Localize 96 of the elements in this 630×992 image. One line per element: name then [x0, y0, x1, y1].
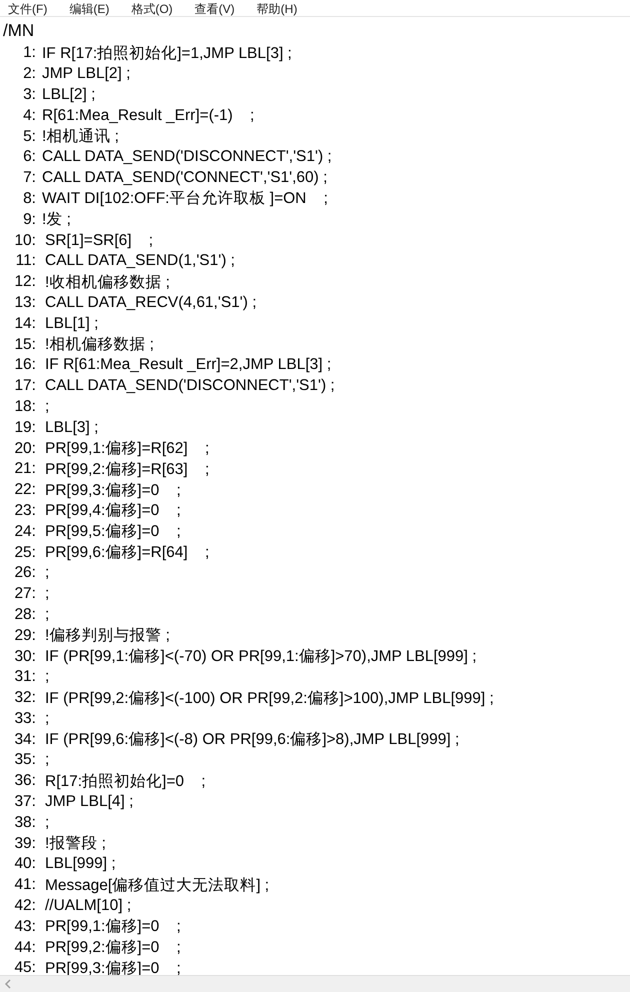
code-line: ;	[45, 710, 50, 728]
menu-item: 文件(F)	[8, 2, 48, 16]
code-line: PR[99,3:偏移]=0 ;	[45, 480, 181, 501]
line-number: 18:	[13, 398, 36, 416]
menu-item: 格式(O)	[131, 2, 173, 16]
line-number: 11:	[14, 252, 36, 270]
line-number: 2:	[22, 65, 36, 84]
code-line: CALL DATA_SEND('DISCONNECT','S1') ;	[45, 377, 335, 396]
code-line: ;	[45, 398, 50, 416]
code-line: LBL[1] ;	[45, 314, 98, 333]
line-number: 33:	[13, 710, 36, 728]
line-number: 17:	[13, 377, 36, 396]
code-line: IF R[17:拍照初始化]=1,JMP LBL[3] ;	[42, 44, 292, 64]
code-line: JMP LBL[4] ;	[45, 793, 134, 812]
code-line: !偏移判别与报警 ;	[45, 626, 170, 646]
line-number: 39:	[13, 834, 36, 853]
code-line: ;	[45, 751, 50, 770]
line-number: 25:	[13, 544, 36, 562]
code-line: PR[99,1:偏移]=R[62] ;	[45, 439, 210, 460]
code-line: R[17:拍照初始化]=0 ;	[45, 772, 206, 792]
code-line: ;	[45, 814, 50, 832]
line-number: 23:	[13, 502, 36, 520]
line-number: 36:	[13, 772, 36, 790]
code-line: JMP LBL[2] ;	[42, 65, 130, 84]
code-line: PR[99,1:偏移]=0 ;	[45, 917, 181, 938]
line-number: 16:	[13, 356, 36, 374]
line-number: 26:	[13, 564, 36, 582]
code-line: R[61:Mea_Result _Err]=(-1) ;	[42, 106, 254, 125]
code-line: IF (PR[99,1:偏移]<(-70) OR PR[99,1:偏移]>70),JMP LBL[999] ;	[45, 647, 477, 668]
line-number: 28:	[13, 606, 36, 624]
code-line: PR[99,3:偏移]=0 ;	[45, 958, 181, 979]
code-line: ;	[45, 606, 50, 624]
line-number: 4:	[22, 106, 36, 125]
code-line: PR[99,4:偏移]=0 ;	[45, 501, 181, 522]
line-number: 31:	[13, 668, 36, 686]
code-line: LBL[2] ;	[42, 86, 96, 104]
code-line: PR[99,2:偏移]=0 ;	[45, 938, 181, 958]
line-number: 1:	[22, 44, 36, 62]
code-line: LBL[3] ;	[45, 418, 98, 437]
code-line: ;	[45, 585, 50, 604]
line-number: 3:	[22, 86, 36, 104]
line-number: 12:	[13, 273, 36, 292]
line-number: 15:	[13, 336, 36, 354]
code-line: IF (PR[99,2:偏移]<(-100) OR PR[99,2:偏移]>100),JMP LBL[999] ;	[45, 688, 494, 709]
line-number: 38:	[13, 814, 36, 832]
line-number: 34:	[13, 730, 36, 749]
line-number: 45:	[13, 959, 36, 978]
code-line: Message[偏移值过大无法取料] ;	[45, 876, 270, 896]
code-line: !相机通讯 ;	[42, 127, 119, 148]
code-line: CALL DATA_RECV(4,61,'S1') ;	[45, 294, 257, 312]
code-line: PR[99,6:偏移]=R[64] ;	[45, 543, 210, 564]
line-number: 14:	[13, 314, 36, 333]
code-line: //UALM[10] ;	[45, 897, 132, 916]
line-number: 35:	[13, 751, 36, 770]
line-number: 9:	[22, 210, 36, 229]
menu-item: 帮助(H)	[256, 2, 298, 16]
line-number: 20:	[13, 440, 36, 458]
line-number: 42:	[13, 897, 36, 916]
line-number: 22:	[13, 481, 36, 500]
line-number: 5:	[22, 128, 36, 146]
code-line: !报警段 ;	[45, 834, 106, 854]
line-number: 6:	[22, 148, 36, 166]
code-line: !收相机偏移数据 ;	[45, 272, 170, 293]
code-line: !发 ;	[42, 210, 71, 230]
code-line: PR[99,5:偏移]=0 ;	[45, 522, 181, 542]
code-line: IF R[61:Mea_Result _Err]=2,JMP LBL[3] ;	[45, 356, 332, 374]
menu-item: 查看(V)	[194, 2, 235, 16]
code-line: PR[99,2:偏移]=R[63] ;	[45, 460, 210, 480]
line-number: 30:	[13, 648, 36, 666]
line-number: 37:	[13, 793, 36, 812]
line-number: 21:	[13, 460, 36, 478]
line-number: 29:	[13, 626, 36, 645]
code-line: IF (PR[99,6:偏移]<(-8) OR PR[99,6:偏移]>8),JMP LBL[999] ;	[45, 730, 460, 750]
line-number: 24:	[13, 522, 36, 541]
line-number: 44:	[13, 938, 36, 957]
code-line: LBL[999] ;	[45, 855, 116, 874]
code-line: CALL DATA_SEND('DISCONNECT','S1') ;	[42, 148, 332, 166]
line-number: 10:	[13, 232, 36, 250]
line-number: 40:	[13, 855, 36, 874]
line-number: 19:	[13, 418, 36, 437]
menu-item: 编辑(E)	[69, 2, 110, 16]
code-line: CALL DATA_SEND(1,'S1') ;	[45, 252, 235, 270]
program-name: /MN	[2, 20, 36, 42]
line-number: 13:	[13, 294, 36, 312]
code-line: !相机偏移数据 ;	[45, 335, 154, 356]
code-line: SR[1]=SR[6] ;	[45, 232, 154, 250]
line-number: 7:	[22, 169, 36, 188]
code-line: ;	[45, 564, 50, 582]
code-line: WAIT DI[102:OFF:平台允许取板 ]=ON ;	[42, 189, 328, 210]
code-line: CALL DATA_SEND('CONNECT','S1',60) ;	[42, 169, 328, 188]
code-line: ;	[45, 668, 50, 686]
line-number: 32:	[13, 689, 36, 708]
line-number: 43:	[13, 918, 36, 936]
line-number: 8:	[22, 190, 36, 208]
line-number: 41:	[13, 876, 36, 894]
line-number: 27:	[13, 585, 36, 604]
